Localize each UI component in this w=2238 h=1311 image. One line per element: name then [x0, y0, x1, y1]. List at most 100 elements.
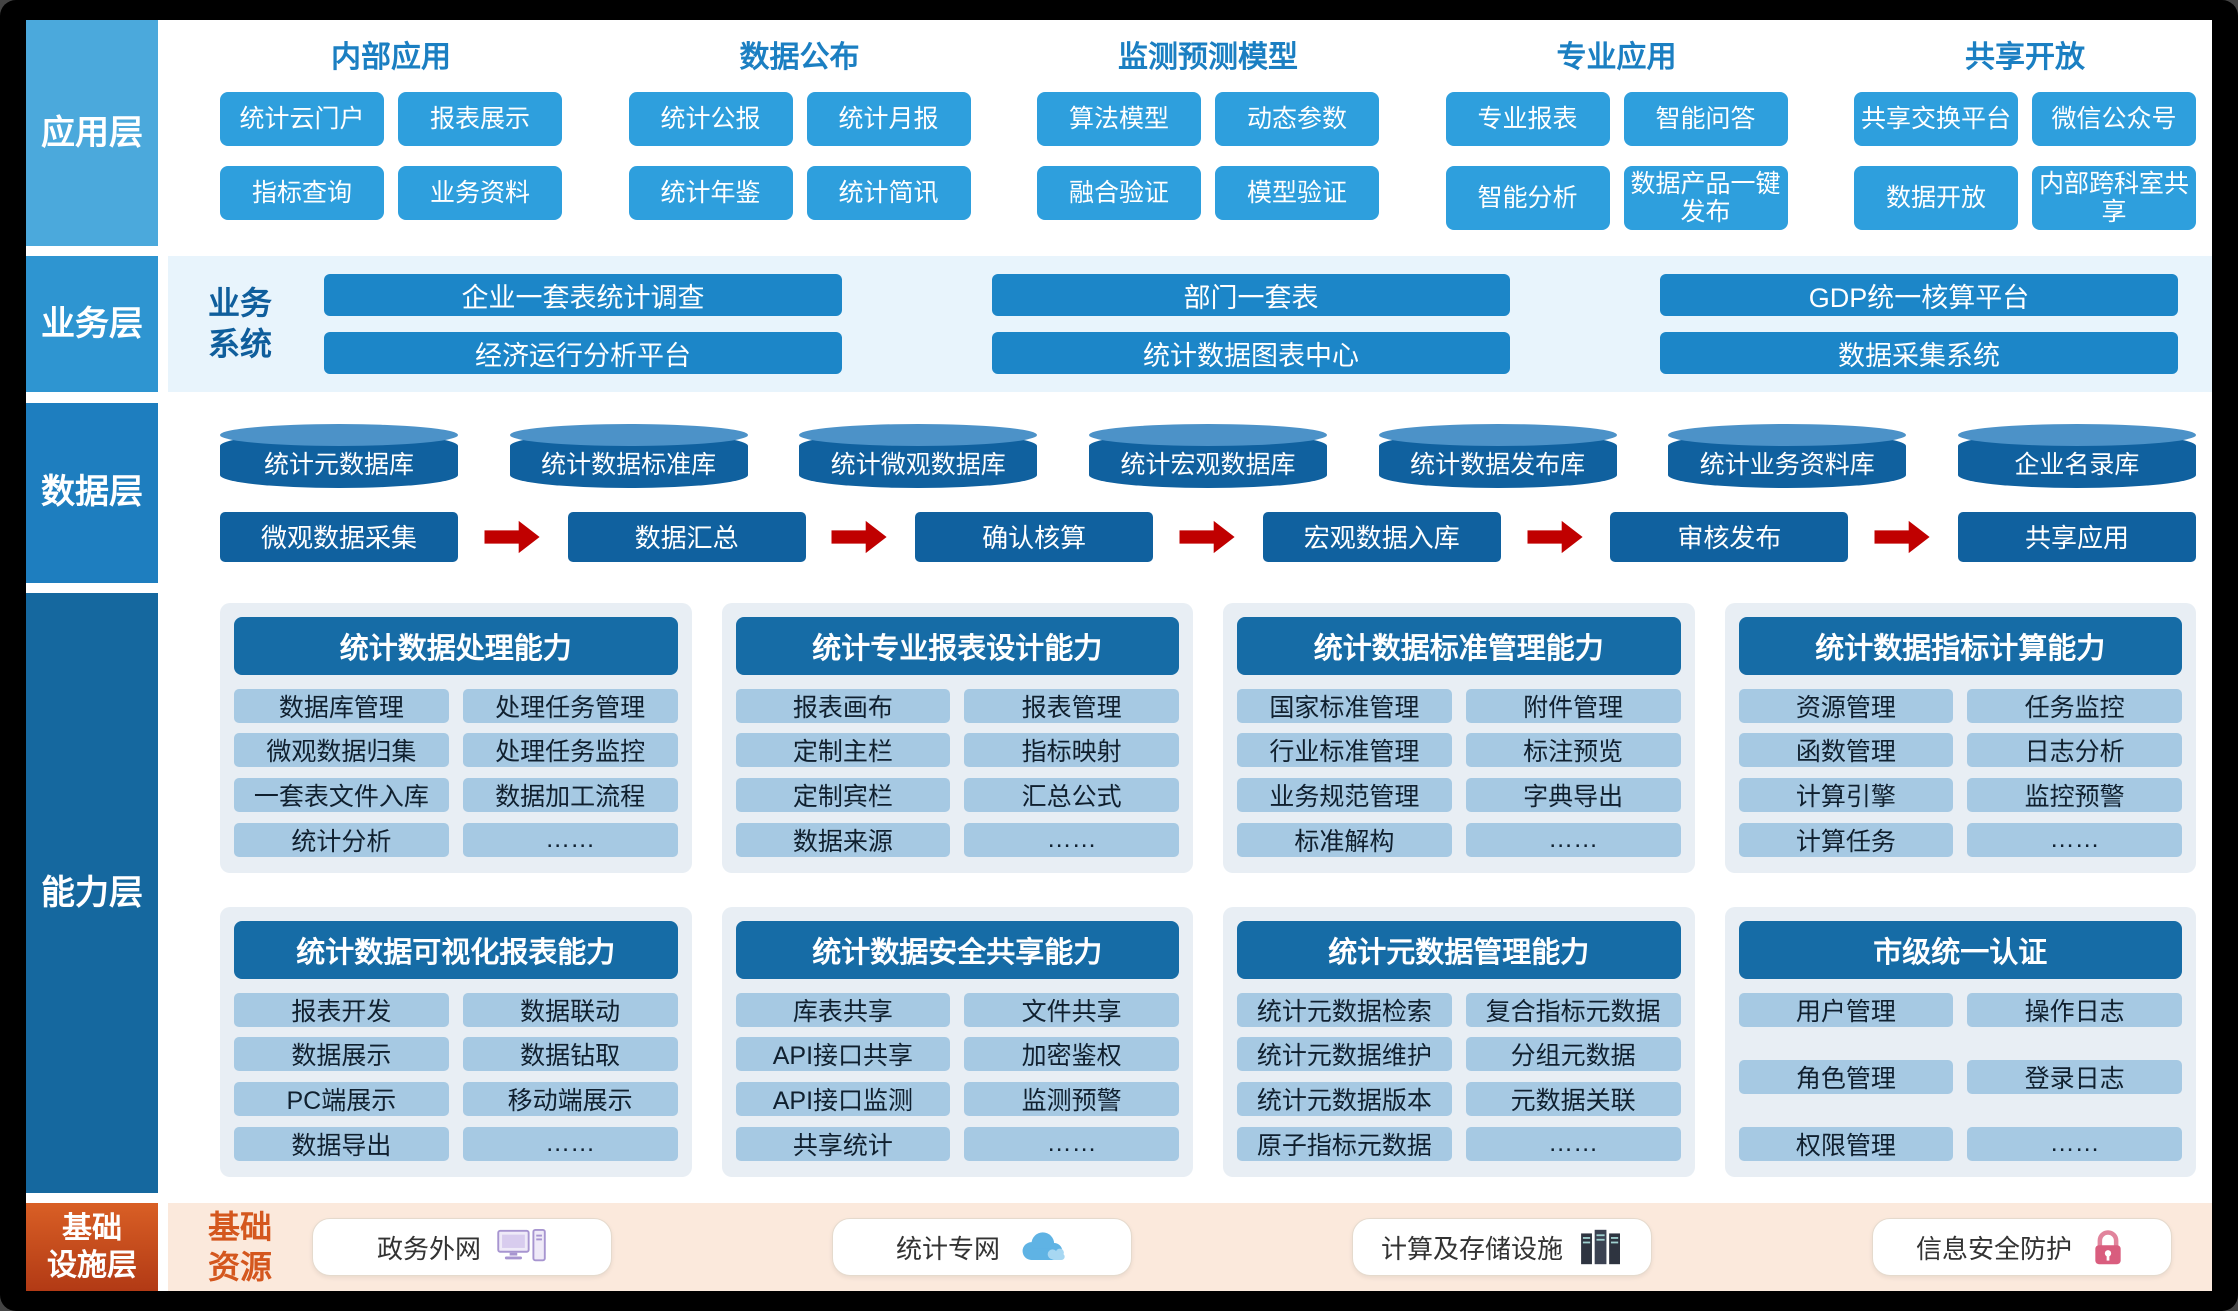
- panel-item: API接口共享: [735, 1037, 951, 1072]
- app-button: 微信公众号: [2032, 92, 2196, 146]
- panel-item: ……: [964, 822, 1179, 857]
- panel-item: 指标映射: [964, 733, 1179, 768]
- business-layer-content: 业务 系统 企业一套表统计调查 经济运行分析平台 部门一套表 统计数据图表中心 …: [168, 256, 2212, 393]
- app-group-publish: 数据公布 统计公报 统计月报 统计年鉴 统计简讯: [628, 22, 971, 238]
- panel-items: 统计元数据检索 复合指标元数据 统计元数据维护 分组元数据 统计元数据版本 元数…: [1237, 992, 1681, 1161]
- panel-secure-sharing: 统计数据安全共享能力 库表共享 文件共享 API接口共享 加密鉴权 API接口监…: [721, 906, 1193, 1177]
- panel-item: ……: [964, 1126, 1179, 1161]
- application-layer-row: 应用层 内部应用 统计云门户 报表展示 指标查询 业务资料 数据公布 统计公报: [26, 20, 2212, 246]
- cylinder-top: [220, 423, 458, 446]
- panel-title: 市级统一认证: [1738, 920, 2182, 979]
- panel-item: 数据加工流程: [462, 778, 678, 813]
- panel-items: 国家标准管理 附件管理 行业标准管理 标注预览 业务规范管理 字典导出 标准解构…: [1237, 688, 1681, 857]
- panel-item: 字典导出: [1465, 778, 1681, 813]
- panel-title: 统计数据可视化报表能力: [234, 920, 678, 979]
- app-button: 指标查询: [220, 166, 384, 220]
- business-system-bar: GDP统一核算平台: [1660, 274, 2179, 317]
- database-cylinder: 统计宏观数据库: [1088, 423, 1327, 488]
- flow-arrow-icon: [1874, 520, 1930, 553]
- panel-item: 行业标准管理: [1237, 733, 1452, 768]
- infra-item-security: 信息安全防护: [1871, 1218, 2172, 1276]
- panel-item: ……: [1967, 822, 2182, 857]
- app-button: 统计云门户: [220, 92, 384, 146]
- data-flow-row: 微观数据采集 数据汇总 确认核算 宏观数据入库 审核发布 共享应用: [220, 511, 2196, 562]
- panel-title: 统计数据处理能力: [234, 616, 678, 675]
- app-group-title: 共享开放: [1965, 41, 2085, 74]
- business-system-bar: 经济运行分析平台: [324, 332, 843, 375]
- diagram-canvas: 应用层 内部应用 统计云门户 报表展示 指标查询 业务资料 数据公布 统计公报: [26, 20, 2212, 1291]
- data-layer-row: 数据层 统计元数据库 统计数据标准库: [26, 402, 2212, 583]
- panel-item: 分组元数据: [1465, 1037, 1681, 1072]
- panel-item: 标准解构: [1237, 822, 1452, 857]
- panel-items: 库表共享 文件共享 API接口共享 加密鉴权 API接口监测 监测预警 共享统计…: [735, 992, 1179, 1161]
- cloud-icon: [1022, 1232, 1065, 1260]
- panel-item: 标注预览: [1465, 733, 1681, 768]
- app-button: 智能分析: [1445, 166, 1610, 230]
- infra-item-label: 计算及存储设施: [1380, 1233, 1563, 1264]
- panel-title: 统计专业报表设计能力: [735, 616, 1179, 675]
- app-button: 融合验证: [1037, 166, 1201, 220]
- app-group-title: 数据公布: [739, 41, 860, 74]
- panel-item: ……: [1465, 822, 1681, 857]
- panel-indicator-compute: 统计数据指标计算能力 资源管理 任务监控 函数管理 日志分析 计算引擎 监控预警…: [1724, 602, 2196, 873]
- panel-item: 权限管理: [1738, 1126, 1954, 1161]
- panel-item: 函数管理: [1738, 733, 1954, 768]
- panel-item: 报表开发: [234, 992, 449, 1027]
- panel-item: ……: [462, 822, 678, 857]
- panel-standard-mgmt: 统计数据标准管理能力 国家标准管理 附件管理 行业标准管理 标注预览 业务规范管…: [1223, 602, 1695, 873]
- panel-item: API接口监测: [735, 1082, 951, 1117]
- panel-item: 数据导出: [234, 1126, 449, 1161]
- flow-arrow-icon: [1179, 520, 1235, 553]
- panel-item: 库表共享: [735, 992, 951, 1027]
- panel-item: 业务规范管理: [1237, 778, 1452, 813]
- panel-item: ……: [1465, 1126, 1681, 1161]
- panel-item: 用户管理: [1738, 992, 1954, 1027]
- panel-item: ……: [462, 1126, 678, 1161]
- panel-item: 登录日志: [1967, 1059, 2182, 1094]
- cylinder-top: [1668, 423, 1907, 446]
- business-column: GDP统一核算平台 数据采集系统: [1660, 274, 2179, 375]
- app-button: 数据开放: [1854, 166, 2018, 230]
- panel-item: PC端展示: [234, 1082, 449, 1117]
- cylinder-top: [1088, 423, 1327, 446]
- panel-item: 国家标准管理: [1237, 688, 1452, 723]
- business-system-bar: 数据采集系统: [1660, 332, 2179, 375]
- database-cylinder: 统计业务资料库: [1668, 423, 1907, 488]
- panel-report-design: 统计专业报表设计能力 报表画布 报表管理 定制主栏 指标映射 定制宾栏 汇总公式…: [721, 602, 1193, 873]
- panel-title: 统计数据标准管理能力: [1237, 616, 1681, 675]
- capability-layer-label: 能力层: [26, 592, 158, 1193]
- infra-item-gov-extranet: 政务外网: [312, 1218, 613, 1276]
- panel-item: 统计元数据检索: [1237, 992, 1452, 1027]
- database-cylinder: 统计数据标准库: [509, 423, 748, 488]
- infra-items: 政务外网 统计专网: [312, 1218, 2172, 1276]
- panel-title: 统计数据指标计算能力: [1738, 616, 2182, 675]
- panel-item: 任务监控: [1967, 688, 2182, 723]
- app-button-grid: 统计公报 统计月报 统计年鉴 统计简讯: [628, 92, 971, 220]
- panel-item: 统计分析: [234, 822, 449, 857]
- panel-item: 原子指标元数据: [1237, 1126, 1452, 1161]
- infrastructure-layer-label: 基础 设施层: [26, 1203, 158, 1291]
- computer-icon: [497, 1228, 546, 1262]
- panel-item: ……: [1967, 1126, 2182, 1161]
- infra-item-stats-network: 统计专网: [832, 1218, 1132, 1276]
- database-cylinder: 统计数据发布库: [1378, 423, 1617, 488]
- panel-item: 元数据关联: [1465, 1082, 1681, 1117]
- app-button: 动态参数: [1215, 92, 1379, 146]
- database-name: 统计元数据库: [263, 450, 414, 479]
- panel-item: 定制宾栏: [735, 778, 951, 813]
- flow-arrow-icon: [831, 520, 887, 553]
- panel-item: 共享统计: [735, 1126, 951, 1161]
- app-group-sharing: 共享开放 共享交换平台 微信公众号 数据开放 内部跨科室共享: [1854, 22, 2196, 238]
- panel-title: 统计元数据管理能力: [1237, 920, 1681, 979]
- panel-item: 加密鉴权: [964, 1037, 1179, 1072]
- database-name: 统计数据标准库: [541, 450, 717, 479]
- app-button: 共享交换平台: [1854, 92, 2018, 146]
- business-columns: 企业一套表统计调查 经济运行分析平台 部门一套表 统计数据图表中心 GDP统一核…: [324, 274, 2179, 375]
- panel-items: 资源管理 任务监控 函数管理 日志分析 计算引擎 监控预警 计算任务 ……: [1738, 688, 2182, 857]
- panel-item: 附件管理: [1465, 688, 1681, 723]
- app-button: 算法模型: [1037, 92, 1201, 146]
- app-button-grid: 算法模型 动态参数 融合验证 模型验证: [1037, 92, 1379, 220]
- panel-items: 数据库管理 处理任务管理 微观数据归集 处理任务监控 一套表文件入库 数据加工流…: [234, 688, 678, 857]
- panel-item: 监测预警: [964, 1082, 1179, 1117]
- panel-item: 汇总公式: [964, 778, 1179, 813]
